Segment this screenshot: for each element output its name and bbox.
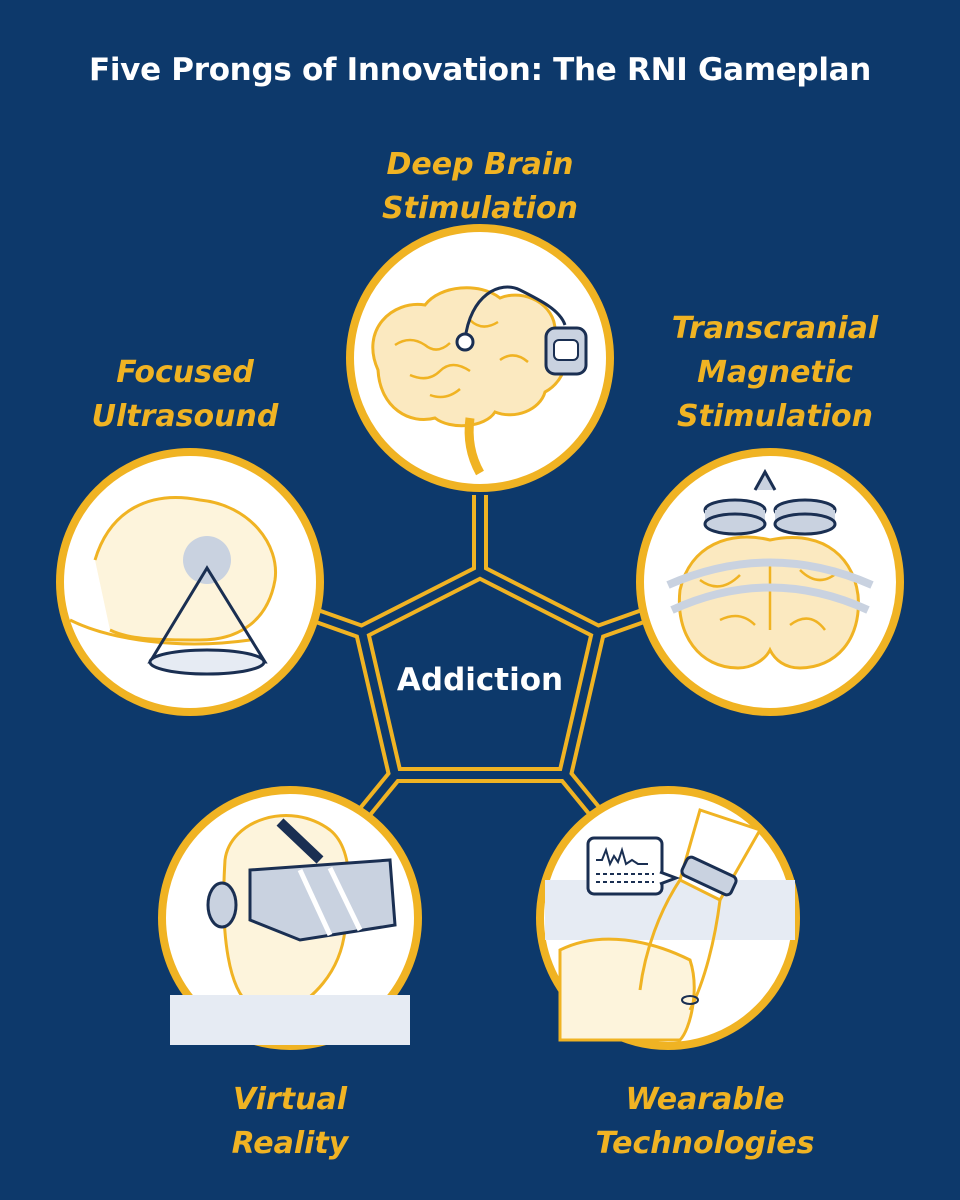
brain-implant-icon bbox=[371, 285, 588, 476]
label-line: Magnetic bbox=[697, 355, 853, 390]
label-line: Ultrasound bbox=[91, 399, 279, 434]
label-line: Focused bbox=[116, 355, 254, 390]
wearable-wristband-icon bbox=[545, 808, 795, 1042]
tms-circle bbox=[636, 448, 904, 716]
label-deep-brain-stimulation: Deep Brain Stimulation bbox=[330, 143, 630, 231]
fus-circle bbox=[56, 448, 324, 716]
vr-headset-icon bbox=[170, 814, 410, 1045]
label-line: Wearable bbox=[625, 1082, 785, 1117]
label-line: Transcranial bbox=[671, 311, 879, 346]
label-line: Virtual bbox=[233, 1082, 347, 1117]
label-line: Reality bbox=[231, 1126, 349, 1161]
wearable-circle bbox=[536, 786, 800, 1050]
vr-circle bbox=[158, 786, 422, 1050]
label-wearable-technologies: Wearable Technologies bbox=[540, 1078, 870, 1166]
label-transcranial-magnetic-stimulation: Transcranial Magnetic Stimulation bbox=[640, 307, 910, 439]
center-label: Addiction bbox=[396, 662, 564, 698]
label-focused-ultrasound: Focused Ultrasound bbox=[60, 351, 310, 439]
page-title: Five Prongs of Innovation: The RNI Gamep… bbox=[88, 52, 872, 88]
label-line: Deep Brain bbox=[386, 147, 574, 182]
label-line: Stimulation bbox=[677, 399, 873, 434]
dbs-circle bbox=[346, 224, 614, 492]
label-line: Technologies bbox=[595, 1126, 815, 1161]
label-line: Stimulation bbox=[382, 191, 578, 226]
label-virtual-reality: Virtual Reality bbox=[150, 1078, 430, 1166]
head-ultrasound-icon bbox=[69, 496, 278, 676]
tms-coil-icon bbox=[666, 468, 874, 670]
